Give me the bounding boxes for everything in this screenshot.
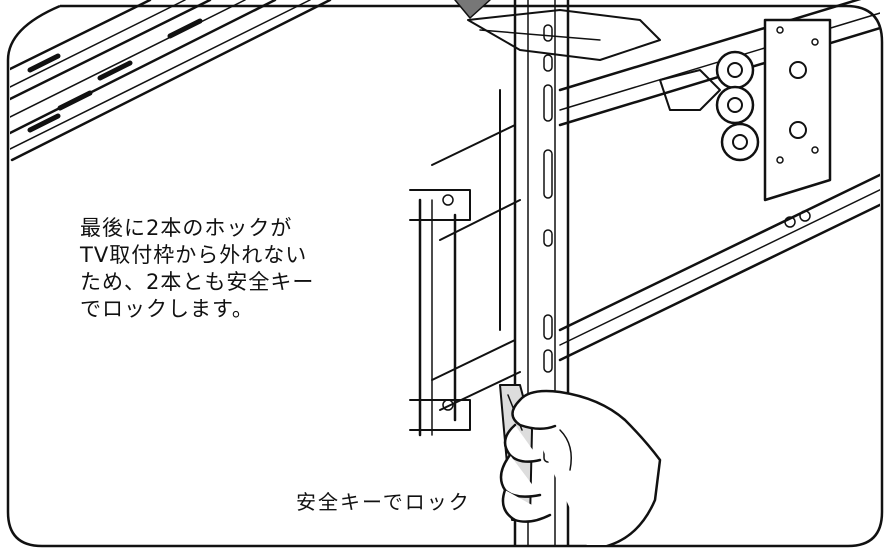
rail-screws <box>442 194 811 411</box>
pivot-rollers <box>715 50 760 162</box>
tv-mounting-frame <box>409 124 516 437</box>
instruction-callout: 最後に2本のホックが TV取付枠から外れない ため、2本とも安全キー でロックし… <box>80 215 380 323</box>
upper-left-rails <box>10 0 332 162</box>
frame-border <box>6 4 884 548</box>
gloved-hand <box>499 389 662 545</box>
instruction-line: 最後に2本のホックが <box>80 216 293 240</box>
wall-plate <box>763 18 832 202</box>
instruction-line: TV取付枠から外れない <box>80 243 308 267</box>
instruction-line: ため、2本とも安全キー <box>80 270 315 294</box>
instruction-line: でロックします。 <box>80 297 254 321</box>
swing-arm <box>454 0 721 111</box>
safety-key-label: 安全キーでロック <box>296 490 471 514</box>
